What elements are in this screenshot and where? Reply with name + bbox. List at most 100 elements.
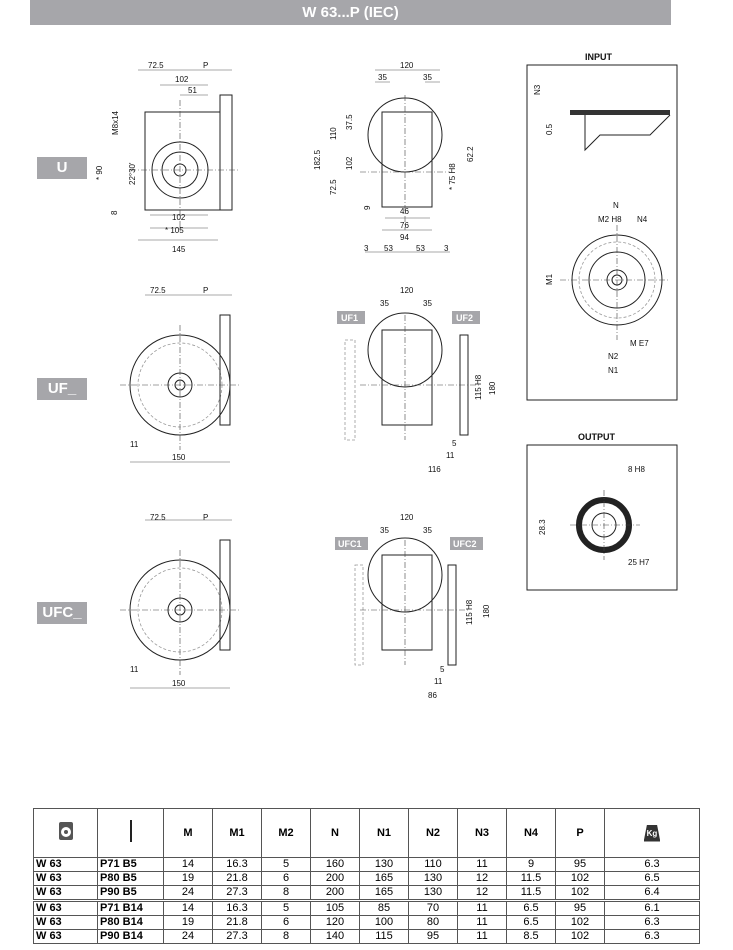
dim-label: 11 xyxy=(434,677,443,686)
dim-label: M E7 xyxy=(630,339,649,348)
output-title: OUTPUT xyxy=(578,432,616,442)
table-cell: 102 xyxy=(555,915,605,930)
dim-label: 22°30' xyxy=(128,162,137,185)
col-m2: M2 xyxy=(261,808,311,858)
dim-label: 3 xyxy=(364,244,369,253)
uf1-label: UF1 xyxy=(341,313,358,323)
dim-label: 35 xyxy=(423,299,432,308)
dim-label: 37.5 xyxy=(345,114,354,130)
dim-label: 120 xyxy=(400,513,414,522)
dim-label: 110 xyxy=(329,127,338,140)
output-box xyxy=(526,444,678,591)
table-cell: P80 B5 xyxy=(97,871,164,886)
dim-label: 35 xyxy=(423,526,432,535)
ufc2-label: UFC2 xyxy=(453,539,477,549)
table-cell: 14 xyxy=(163,857,213,872)
dim-label: 76 xyxy=(400,221,409,230)
page-title: W 63...P (IEC) xyxy=(30,0,671,25)
table-cell: 6 xyxy=(261,871,311,886)
table-cell: 130 xyxy=(408,885,458,901)
version-label-uf: UF_ xyxy=(37,378,87,400)
table-cell: W 63 xyxy=(33,915,98,930)
table-cell: P90 B14 xyxy=(97,929,164,944)
dim-label: 8 H8 xyxy=(628,465,645,474)
table-cell: 27.3 xyxy=(212,885,262,901)
dim-label: N3 xyxy=(533,84,542,95)
dim-label: 115 H8 xyxy=(474,374,483,400)
input-title: INPUT xyxy=(585,52,613,62)
table-cell: 5 xyxy=(261,857,311,872)
table-cell: 70 xyxy=(408,899,458,916)
table-cell: 6.5 xyxy=(604,871,700,886)
table-cell: 11 xyxy=(457,915,507,930)
dim-label: * 90 xyxy=(95,165,104,180)
ufc-front-drawing xyxy=(120,519,240,689)
input-flange-section xyxy=(570,110,671,152)
table-cell: 21.8 xyxy=(212,871,262,886)
ufc1-label: UFC1 xyxy=(338,539,362,549)
dim-label: 182.5 xyxy=(313,149,322,170)
dim-label: 25 H7 xyxy=(628,558,650,567)
table-cell: 11.5 xyxy=(506,871,556,886)
table-cell: W 63 xyxy=(33,929,98,944)
dim-label: 3 xyxy=(444,244,449,253)
table-cell: 11 xyxy=(457,857,507,872)
dim-label: 180 xyxy=(482,604,491,618)
table-cell: 160 xyxy=(310,857,360,872)
dim-label: 145 xyxy=(172,245,186,254)
table-cell: 16.3 xyxy=(212,899,262,916)
table-cell: 102 xyxy=(555,871,605,886)
table-cell: 6 xyxy=(261,915,311,930)
table-cell: W 63 xyxy=(33,871,98,886)
table-cell: 5 xyxy=(261,899,311,916)
table-cell: 12 xyxy=(457,885,507,901)
table-cell: 19 xyxy=(163,915,213,930)
table-cell: 6.4 xyxy=(604,885,700,901)
table-cell: 6.3 xyxy=(604,857,700,872)
table-cell: 24 xyxy=(163,885,213,901)
output-bore-section xyxy=(570,490,640,560)
col-m1: M1 xyxy=(212,808,262,858)
dim-label: 120 xyxy=(400,61,414,70)
table-cell: W 63 xyxy=(33,899,98,916)
table-cell: 11.5 xyxy=(506,885,556,901)
version-label-u: U xyxy=(37,157,87,179)
table-cell: 110 xyxy=(408,857,458,872)
table-cell: 95 xyxy=(555,899,605,916)
table-cell: 16.3 xyxy=(212,857,262,872)
table-header-row: M M1 M2 N N1 N2 N3 N4 P Kg xyxy=(33,808,700,858)
table-cell: P80 B14 xyxy=(97,915,164,930)
table-cell: 8 xyxy=(261,885,311,901)
table-cell: 85 xyxy=(359,899,409,916)
dim-label: 53 xyxy=(384,244,393,253)
dim-label: 102 xyxy=(175,75,189,84)
dim-label: 53 xyxy=(416,244,425,253)
table-cell: 19 xyxy=(163,871,213,886)
uf1-tag xyxy=(337,311,365,324)
dim-label: 5 xyxy=(440,665,445,674)
table-cell: 8 xyxy=(261,929,311,944)
col-n4: N4 xyxy=(506,808,556,858)
table-cell: 14 xyxy=(163,899,213,916)
kg-text: Kg xyxy=(643,824,661,842)
dim-label: 51 xyxy=(188,86,197,95)
input-flange-face xyxy=(560,225,670,340)
dim-label: N2 xyxy=(608,352,619,361)
dim-label: P xyxy=(203,513,208,522)
dim-label: N xyxy=(613,201,619,210)
dim-label: 35 xyxy=(423,73,432,82)
table-cell: P71 B5 xyxy=(97,857,164,872)
dim-label: 0.5 xyxy=(545,123,554,135)
dim-label: 62.2 xyxy=(466,146,475,162)
dim-label: 11 xyxy=(446,451,455,460)
u-side-drawing xyxy=(360,69,450,253)
dim-label: 102 xyxy=(172,213,186,222)
table-cell: 115 xyxy=(359,929,409,944)
